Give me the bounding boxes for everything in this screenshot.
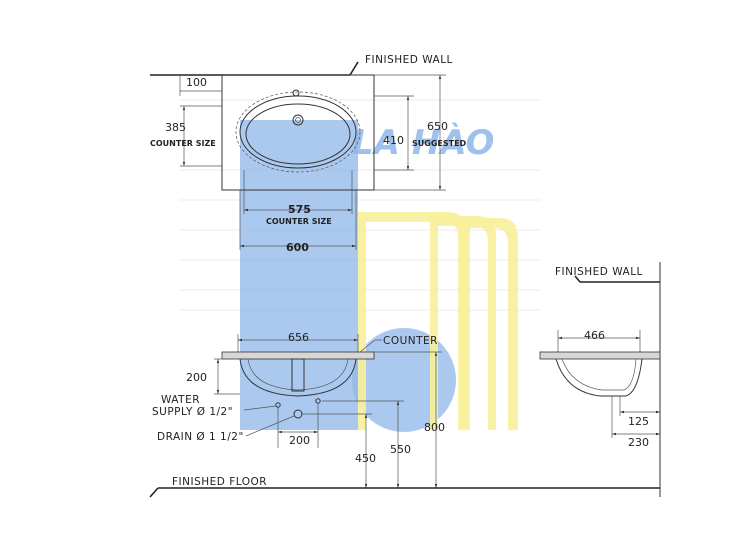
watermark-yellow-arch-3 [462, 218, 518, 430]
plan-view: FINISHED WALL 100 385 COUNTER SIZE 410 6… [150, 54, 467, 254]
side-dim-125: 125 [628, 415, 649, 428]
watermark-text: LA HÀO [352, 122, 494, 163]
front-water-supply-line2: SUPPLY Ø 1/2" [152, 406, 233, 418]
side-dim-466: 466 [584, 329, 605, 342]
plan-counter-size-bottom: COUNTER SIZE [266, 217, 332, 226]
plan-dim-575: 575 [288, 203, 311, 216]
front-dim-200-bottom: 200 [289, 434, 310, 447]
plan-finished-wall-label: FINISHED WALL [365, 54, 453, 66]
plan-dim-650: 650 [427, 120, 448, 133]
front-water-supply-line1: WATER [161, 394, 200, 406]
side-finished-wall-label: FINISHED WALL [555, 266, 643, 278]
front-dim-656: 656 [288, 331, 309, 344]
watermark-blue-bar [240, 120, 358, 430]
side-view: FINISHED WALL 466 125 230 [539, 266, 661, 449]
front-view: 656 COUNTER 200 WATER SUPPLY Ø 1/2" DRAI… [149, 262, 661, 498]
plan-counter-size-left: COUNTER SIZE [150, 139, 216, 148]
side-dim-230: 230 [628, 436, 649, 449]
plan-dim-100: 100 [186, 76, 207, 89]
front-dim-450: 450 [355, 452, 376, 465]
plan-dim-385: 385 [165, 121, 186, 134]
plan-suggested: SUGGESTED [412, 139, 467, 148]
plan-dim-410: 410 [383, 134, 404, 147]
front-finished-floor-label: FINISHED FLOOR [172, 476, 267, 488]
front-dim-200-left: 200 [186, 371, 207, 384]
front-counter-label: COUNTER [383, 335, 438, 347]
front-dim-550: 550 [390, 443, 411, 456]
plan-dim-600: 600 [286, 241, 309, 254]
front-dim-800: 800 [424, 421, 445, 434]
front-drain-label: DRAIN Ø 1 1/2" [157, 431, 244, 443]
